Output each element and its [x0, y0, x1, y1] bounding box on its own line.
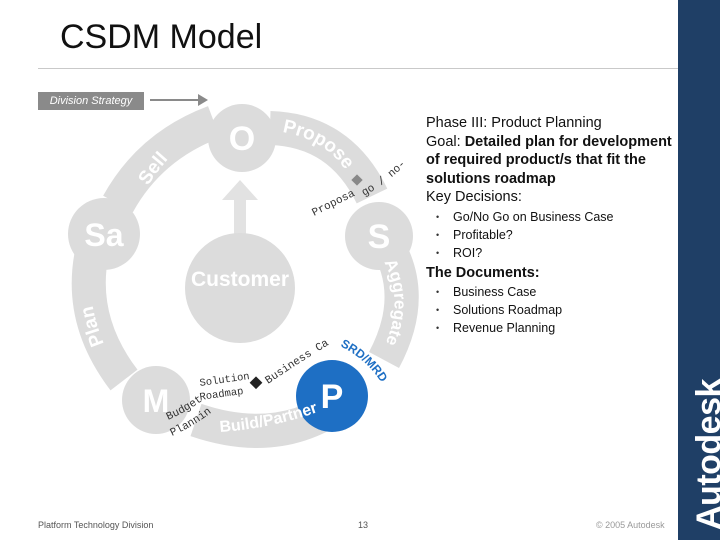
list-item: • Revenue Planning [436, 319, 678, 337]
solution-annotation: Solution [199, 371, 251, 390]
proposal-diamond [351, 174, 363, 186]
business-case-annotation: Business Case [0, 0, 332, 387]
key-decisions-heading: Key Decisions: [426, 189, 522, 205]
goal-prefix: Goal: [426, 133, 465, 150]
node-s-label: S [368, 218, 391, 256]
bullet: • [436, 247, 440, 258]
node-o-label: O [229, 120, 255, 158]
document-text: Solutions Roadmap [453, 303, 563, 317]
node-sa-label: Sa [84, 217, 123, 253]
list-item: • Business Case [436, 283, 678, 301]
bullet: • [436, 305, 440, 315]
document-text: Revenue Planning [453, 321, 556, 335]
node-p [296, 360, 368, 432]
list-item: • Profitable? [436, 226, 678, 244]
arc-propose-band [268, 111, 388, 204]
customer-arrow [222, 180, 258, 246]
node-m [122, 366, 190, 434]
list-item: • Solutions Roadmap [436, 301, 678, 319]
division-strategy-label: Division Strategy [38, 92, 144, 110]
node-o [208, 104, 276, 172]
title-divider [38, 68, 678, 69]
bullet: • [436, 211, 440, 222]
key-decisions-list: •Go/No Go on Business Case •Profitable? … [426, 208, 678, 262]
footer-page-number: 13 [358, 520, 369, 530]
brand-sidebar [678, 0, 720, 540]
arc-sell-band [103, 106, 221, 213]
node-m-label: M [143, 383, 170, 419]
goal-text: Detailed plan for development of require… [426, 133, 672, 187]
roadmap-diamond [249, 376, 263, 390]
bullet: • [436, 229, 440, 240]
customer-circle [185, 233, 295, 343]
bullet: • [436, 323, 440, 333]
proposal-annotation: Proposal [0, 0, 358, 220]
customer-label: Customer [191, 268, 289, 291]
strategy-arrow-line [150, 99, 200, 101]
node-sa [68, 198, 140, 270]
goal-line: Goal: Detailed plan for development of r… [426, 133, 678, 189]
list-item: • ROI? [436, 244, 678, 262]
node-p-label: P [321, 378, 344, 416]
node-s [345, 202, 413, 270]
documents-list: • Business Case • Solutions Roadmap • Reven… [426, 283, 678, 337]
bullet: • [436, 287, 440, 297]
page-title: CSDM Model [60, 18, 263, 56]
footer-copyright: © 2005 Autodesk [596, 520, 665, 530]
strategy-arrow-head [198, 94, 208, 106]
documents-heading: The Documents: [426, 264, 540, 281]
phase-description-panel: Phase III: Product Planning Goal: Detail… [426, 114, 678, 339]
key-decision-text: ROI? [453, 245, 483, 260]
footer-division: Platform Technology Division [38, 520, 154, 530]
key-decision-text: Go/No Go on Business Case [453, 209, 614, 224]
phase-heading: Phase III: Product Planning [426, 115, 602, 131]
key-decision-text: Profitable? [453, 227, 513, 242]
list-item: • Go/No Go on Business Case [436, 208, 678, 226]
document-text: Business Case [453, 285, 537, 299]
